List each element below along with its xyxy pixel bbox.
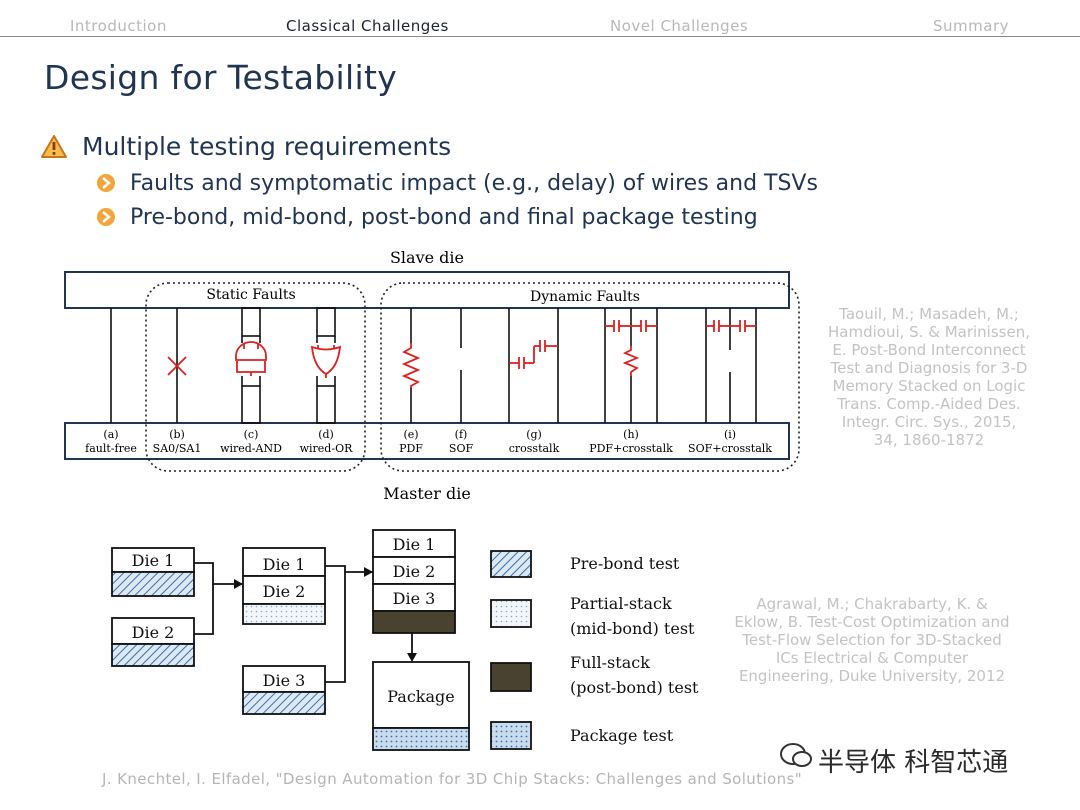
- case-label: crosstalk: [509, 442, 560, 455]
- slide-title: Design for Testability: [44, 58, 398, 97]
- reference-1: Taouil, M.; Masadeh, M.;Hamdioui, S. & M…: [828, 305, 1030, 449]
- tab-summary[interactable]: Summary: [933, 17, 1009, 35]
- die3-label: Die 3: [393, 589, 436, 608]
- case-label: fault-free: [85, 442, 137, 455]
- package-label: Package: [387, 687, 455, 706]
- dynamic-faults-group: [380, 282, 800, 472]
- die2-label: Die 2: [132, 623, 175, 642]
- master-die-bar: [64, 422, 790, 460]
- case-id: (b): [169, 428, 185, 441]
- warning-icon: [41, 135, 67, 158]
- dynamic-faults-label: Dynamic Faults: [530, 289, 640, 305]
- case-label: SOF+crosstalk: [688, 442, 772, 455]
- case-id: (g): [526, 428, 542, 441]
- slave-die-label: Slave die: [390, 248, 464, 267]
- case-label: PDF: [399, 442, 423, 455]
- case-label: PDF+crosstalk: [589, 442, 673, 455]
- fault-case-labels: (a) fault-free (b) SA0/SA1 (c) wired-AND…: [85, 428, 772, 455]
- static-faults-group: [145, 282, 366, 472]
- bullet-main-text: Multiple testing requirements: [82, 132, 452, 161]
- case-id: (a): [103, 428, 118, 441]
- case-id: (e): [403, 428, 418, 441]
- legend-partial-2: (mid-bond) test: [570, 619, 695, 638]
- legend-package: Package test: [570, 726, 674, 745]
- flow-diagram: Die 1 Die 2 Die 1 Die 2 Die 3 Die 1 Die …: [111, 529, 699, 751]
- case-id: (h): [623, 428, 639, 441]
- tab-classical-challenges[interactable]: Classical Challenges: [286, 17, 449, 35]
- fault-symbols: [167, 320, 756, 388]
- arrow-circle-icon: [97, 208, 115, 226]
- chat-icon: [780, 743, 812, 767]
- tab-novel-challenges[interactable]: Novel Challenges: [610, 17, 749, 35]
- case-id: (i): [724, 428, 736, 441]
- tab-introduction[interactable]: Introduction: [70, 17, 167, 35]
- legend-pre-bond: Pre-bond test: [570, 554, 680, 573]
- case-id: (f): [455, 428, 468, 441]
- case-label: wired-OR: [300, 442, 353, 455]
- legend-partial-1: Partial-stack: [570, 594, 672, 613]
- master-die-label: Master die: [383, 484, 471, 503]
- case-label: wired-AND: [220, 442, 282, 455]
- die1-label: Die 1: [263, 555, 306, 574]
- reference-2: Agrawal, M.; Chakrabarty, K. &Eklow, B. …: [734, 595, 1010, 685]
- die3-label: Die 3: [263, 671, 306, 690]
- case-id: (c): [244, 428, 259, 441]
- case-id: (d): [318, 428, 334, 441]
- arrow-circle-icon: [97, 174, 115, 192]
- die2-label: Die 2: [263, 582, 306, 601]
- case-label: SOF: [449, 442, 474, 455]
- footer-citation: J. Knechtel, I. Elfadel, "Design Automat…: [102, 770, 803, 788]
- nav-bar: Introduction Classical Challenges Novel …: [0, 0, 1080, 37]
- sub-bullet-2-text: Pre-bond, mid-bond, post-bond and final …: [130, 205, 758, 230]
- static-faults-label: Static Faults: [206, 287, 295, 303]
- die2-label: Die 2: [393, 562, 436, 581]
- wires: [110, 307, 757, 424]
- sub-bullet-1-text: Faults and symptomatic impact (e.g., del…: [130, 171, 818, 196]
- legend-full-1: Full-stack: [570, 653, 650, 672]
- die1-label: Die 1: [132, 551, 175, 570]
- slave-die-bar: [64, 271, 790, 309]
- case-label: SA0/SA1: [153, 442, 202, 455]
- legend-full-2: (post-bond) test: [570, 678, 699, 697]
- die1-label: Die 1: [393, 535, 436, 554]
